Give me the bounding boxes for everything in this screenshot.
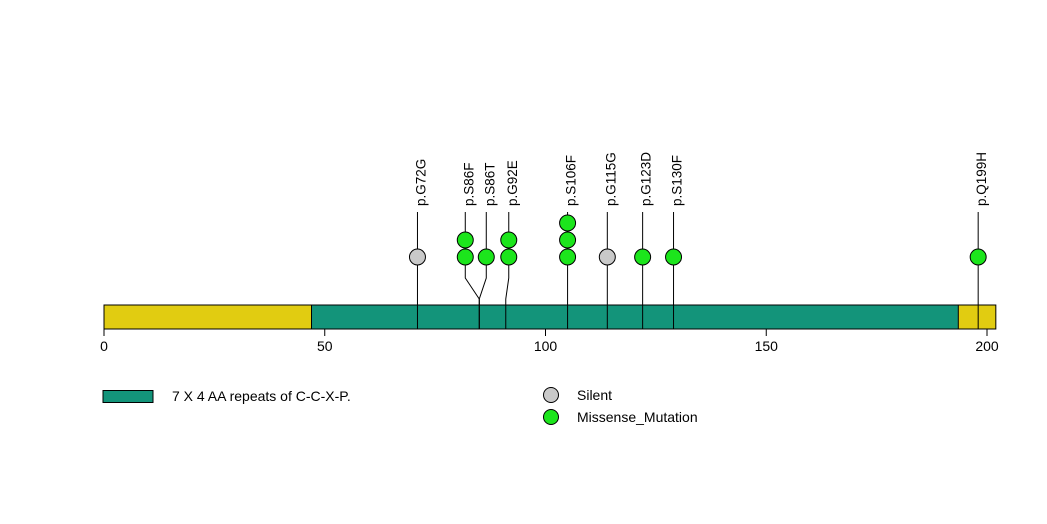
- axis-tick-label: 100: [534, 338, 558, 354]
- axis-tick-label: 150: [755, 338, 779, 354]
- mutation-label: p.G92E: [505, 160, 520, 206]
- mutation-circle: [477, 248, 495, 266]
- mutation-circle: [559, 231, 577, 249]
- axis-tick-label: 200: [975, 338, 999, 354]
- legend-type-circle: [543, 387, 559, 403]
- axis-tick-label: 50: [317, 338, 333, 354]
- mutation-circle: [456, 231, 474, 249]
- mutation-label: p.G72G: [413, 159, 428, 206]
- mutation-circle: [408, 248, 426, 266]
- mutation-label: p.S86T: [482, 162, 497, 206]
- mutation-label: p.S106F: [564, 155, 579, 206]
- legend-domain-swatch: [102, 390, 154, 403]
- legend-domain-label: 7 X 4 AA repeats of C-C-X-P.: [172, 388, 351, 404]
- mutation-circle: [598, 248, 616, 266]
- mutation-label: p.G115G: [603, 152, 618, 206]
- legend-type-label: Silent: [577, 387, 612, 403]
- mutation-label: p.Q199H: [974, 152, 989, 206]
- legend-type-circle: [543, 409, 559, 425]
- mutation-circle: [559, 248, 577, 266]
- mutation-circle: [500, 231, 518, 249]
- mutation-label: p.S130F: [670, 155, 685, 206]
- mutation-circle: [456, 248, 474, 266]
- mutation-circle: [559, 214, 577, 232]
- legend-type-label: Missense_Mutation: [577, 409, 698, 425]
- mutation-label: p.G123D: [639, 152, 654, 206]
- mutation-circle: [665, 248, 683, 266]
- mutation-circle: [969, 248, 987, 266]
- mutation-label: p.S86F: [461, 162, 476, 206]
- lollipop-stem: [478, 212, 487, 329]
- mutation-circle: [634, 248, 652, 266]
- domain-rect: [311, 304, 959, 330]
- mutation-circle: [500, 248, 518, 266]
- axis-tick-label: 0: [100, 338, 108, 354]
